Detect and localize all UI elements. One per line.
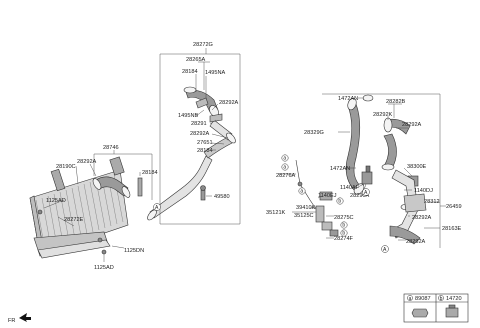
callout-a-1: a (283, 156, 286, 162)
label-1125AD-bottom: 1125AD (94, 265, 114, 271)
intercooler-assembly (29, 156, 129, 259)
label-1472AN-mid: 1472AN (330, 166, 350, 172)
right-pipe-assembly (345, 94, 427, 245)
leader-lines (43, 48, 446, 262)
group-frame-28272G (159, 53, 241, 225)
label-1125AD-left: 1125AD (46, 198, 66, 204)
clip-b-icon (445, 307, 459, 318)
callout-b-2: b (342, 223, 345, 229)
label-28265A: 28265A (186, 57, 206, 63)
callout-a-2: a (283, 165, 286, 171)
label-28163E: 28163E (442, 226, 462, 232)
callout-b-1: b (338, 199, 341, 205)
label-28291: 28291 (191, 121, 207, 127)
label-26459: 26459 (446, 204, 462, 210)
label-28292A-mid: 28292A (190, 131, 210, 137)
pipe-28272G (147, 86, 236, 221)
label-28184-top: 28184 (182, 69, 198, 75)
label-49580: 49580 (214, 194, 230, 200)
clip-a-icon (411, 308, 429, 318)
callout-b-3: b (342, 231, 345, 237)
fr-label: FR (8, 318, 15, 324)
legend-a-code: 89087 (415, 296, 431, 302)
label-1140EJ: 1140EJ (318, 193, 337, 199)
group-frame-right (322, 93, 441, 248)
label-28292A-right: 28292A (402, 122, 422, 128)
part-labels: 28272G 28265A 28184 1495NA 28292A 1495NB… (46, 42, 462, 271)
callout-A-right-1: A (364, 190, 368, 196)
label-38300E: 38300E (407, 164, 427, 170)
label-35125C: 35125C (294, 213, 314, 219)
label-28190C: 28190C (56, 164, 76, 170)
legend-table: a 89087 b 14720 (403, 293, 469, 323)
label-28292A-r2: 28292A (412, 215, 432, 221)
label-28275C: 28275C (334, 215, 354, 221)
label-1140DJ: 1140DJ (414, 188, 433, 194)
label-39410K: 39410K (296, 205, 316, 211)
hose-28746 (92, 176, 143, 198)
front-arrow-icon (19, 313, 31, 322)
label-1495NA: 1495NA (205, 70, 225, 76)
label-28329G: 28329G (304, 130, 324, 136)
label-27651: 27651 (197, 140, 213, 146)
callout-A-left: A (155, 205, 159, 211)
label-28292A-upper: 28292A (219, 100, 239, 106)
label-28276A: 28276A (276, 173, 296, 179)
label-28272G: 28272G (193, 42, 213, 48)
label-1140AF: 1140AF (340, 185, 360, 191)
legend-b-code: 14720 (446, 296, 462, 302)
legend-b-letter: b (440, 296, 443, 302)
label-1495NB: 1495NB (178, 113, 198, 119)
label-28290A: 28290A (350, 193, 370, 199)
label-28272E: 28272E (64, 217, 84, 223)
legend-a-letter: a (409, 296, 412, 302)
label-1472AN-top: 1472AN (338, 96, 358, 102)
callout-A-right-2: A (383, 247, 387, 253)
label-28274F: 28274F (334, 236, 354, 242)
label-1125DN: 1125DN (124, 248, 144, 254)
label-35121K: 35121K (266, 210, 286, 216)
label-28312: 28312 (424, 199, 440, 205)
label-28282B: 28282B (386, 99, 406, 105)
label-28292K: 28292K (373, 112, 393, 118)
label-28184-mid: 28184 (197, 148, 213, 154)
label-28184-left: 28184 (142, 170, 158, 176)
callouts: A a a a b b b A A (153, 154, 389, 253)
callout-a-3: a (300, 189, 303, 195)
label-28746: 28746 (103, 145, 119, 151)
label-28292A-r3: 28292A (406, 239, 426, 245)
label-28292A-left: 28292A (77, 159, 97, 165)
fr-marker: FR (8, 313, 31, 324)
